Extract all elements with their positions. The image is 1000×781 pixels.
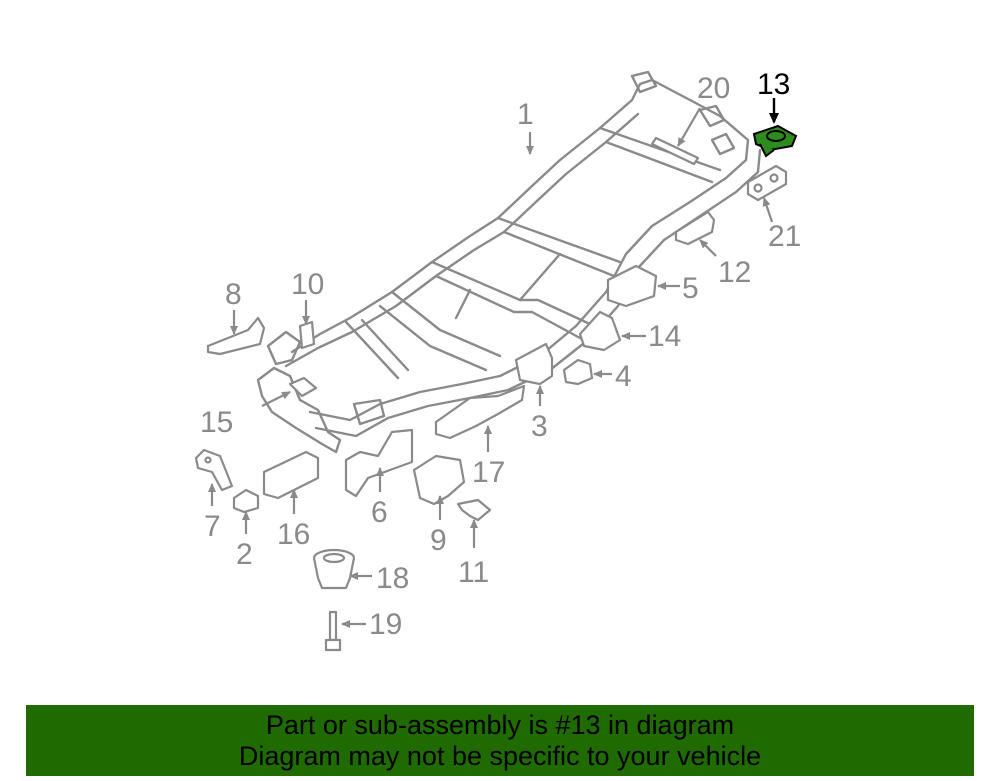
label-part-21: 21 xyxy=(768,220,801,253)
banner-line-part-info: Part or sub-assembly is #13 in diagram xyxy=(265,710,735,740)
label-part-12: 12 xyxy=(718,256,751,289)
part-15-clip xyxy=(288,376,318,398)
leader-lines xyxy=(208,98,779,628)
part-16-pad xyxy=(262,450,320,500)
label-part-8: 8 xyxy=(225,278,242,311)
label-part-3: 3 xyxy=(531,410,548,443)
part-6-bracket xyxy=(344,428,414,498)
frame-exploded-diagram: 1 2 3 4 5 6 7 8 9 10 11 12 13 14 15 16 1… xyxy=(194,68,801,652)
part-2-bracket xyxy=(232,488,260,514)
part-3-bracket xyxy=(514,342,554,386)
label-part-17: 17 xyxy=(472,456,505,489)
label-part-6: 6 xyxy=(371,496,388,529)
part-11-clip xyxy=(456,498,492,522)
info-banner: Part or sub-assembly is #13 in diagram D… xyxy=(26,705,974,776)
label-part-20: 20 xyxy=(697,72,730,105)
part-5-bracket xyxy=(606,264,658,308)
label-part-16: 16 xyxy=(277,518,310,551)
part-7-bracket xyxy=(194,448,234,492)
part-17-plate xyxy=(434,384,526,440)
part-18-bushing xyxy=(312,548,356,590)
label-part-10: 10 xyxy=(291,268,324,301)
label-part-9: 9 xyxy=(430,524,447,557)
part-10-clip xyxy=(298,320,316,350)
label-part-5: 5 xyxy=(682,272,699,305)
part-9-bracket xyxy=(412,454,466,506)
label-part-14: 14 xyxy=(648,320,681,353)
label-part-15: 15 xyxy=(200,406,233,439)
label-part-11: 11 xyxy=(458,556,489,589)
label-part-4: 4 xyxy=(615,360,632,393)
part-14-bracket xyxy=(578,310,622,352)
part-20-rod xyxy=(650,136,700,166)
part-21-plate xyxy=(746,164,788,202)
part-19-bolt xyxy=(324,610,342,652)
banner-line-disclaimer: Diagram may not be specific to your vehi… xyxy=(238,741,762,771)
label-part-2: 2 xyxy=(236,538,253,571)
label-part-18: 18 xyxy=(376,562,409,595)
frame-part-1 xyxy=(256,70,762,454)
label-part-13-highlighted: 13 xyxy=(757,68,790,101)
part-13-highlighted-mount xyxy=(752,124,798,158)
label-part-19: 19 xyxy=(369,608,402,641)
callout-labels: 1 2 3 4 5 6 7 8 9 10 11 12 13 14 15 16 1… xyxy=(200,68,801,641)
part-4-bracket xyxy=(562,358,594,386)
part-8-bracket xyxy=(206,316,266,356)
label-part-1: 1 xyxy=(517,98,534,131)
label-part-7: 7 xyxy=(204,510,221,543)
part-12-bracket xyxy=(674,210,716,246)
